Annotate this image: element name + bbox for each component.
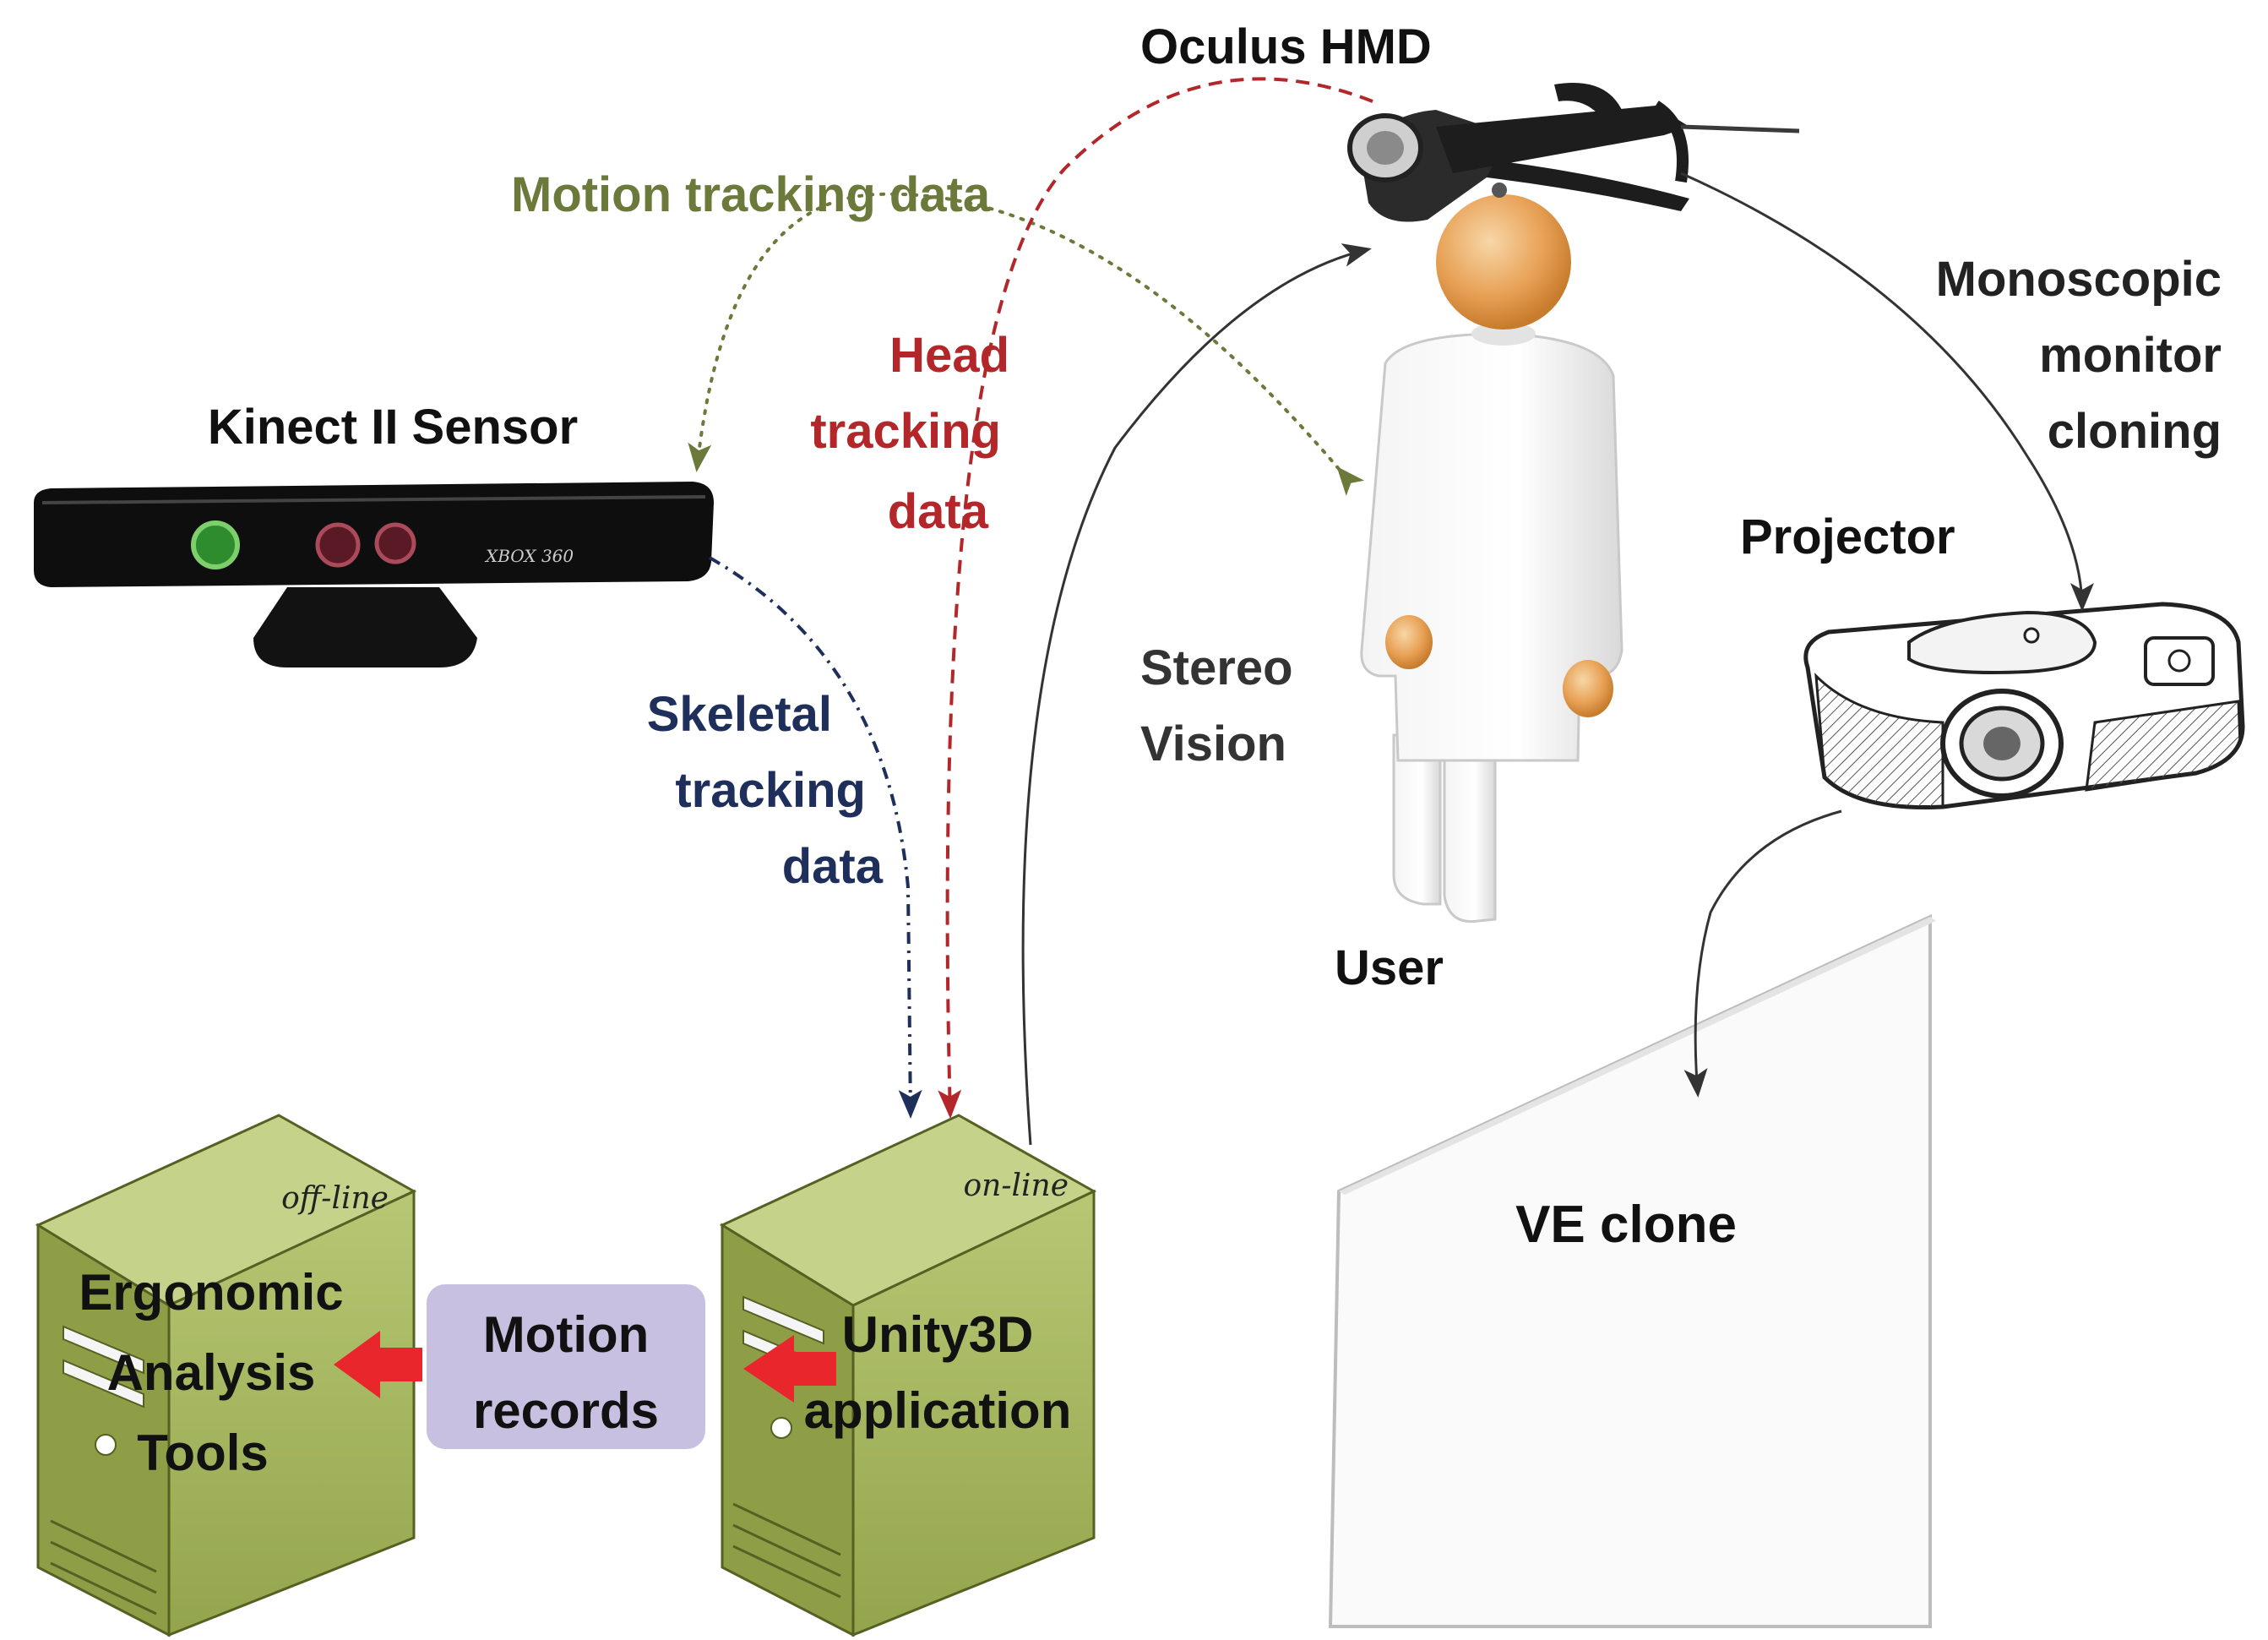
skeletal-tracking-label-2: tracking	[675, 763, 866, 818]
monoscopic-label-1: Monoscopic	[1936, 252, 2222, 307]
unity-label-1: Unity3D	[842, 1306, 1034, 1363]
motion-tracking-label: Motion tracking data	[511, 167, 991, 222]
stereo-vision-arrow	[1021, 243, 1372, 1146]
monoscopic-label-3: cloning	[2048, 404, 2222, 459]
kinect-brand-text: XBOX 360	[484, 546, 574, 566]
projection-screen-icon	[1328, 913, 1936, 1628]
projection-arrow	[1683, 809, 1842, 1098]
unity-label-2: application	[804, 1382, 1072, 1439]
server-tower-icon	[719, 1114, 1097, 1637]
monoscopic-cloning-arrow	[1680, 172, 2094, 612]
monoscopic-label-2: monitor	[2039, 328, 2222, 383]
transfer-arrow-unity-to-records	[743, 1335, 836, 1403]
skeletal-tracking-arrow	[709, 556, 922, 1119]
off-line-label: off-line	[281, 1181, 389, 1216]
person-figure-icon	[1360, 194, 1623, 924]
kinect-sensor-icon: XBOX 360	[34, 482, 714, 667]
projector-label: Projector	[1740, 509, 1955, 564]
motion-records-label-1: Motion	[483, 1306, 650, 1363]
transfer-arrow-records-to-ergonomic	[334, 1331, 422, 1398]
motion-records-box	[427, 1284, 705, 1449]
motion-tracking-arrow	[688, 192, 1365, 496]
user-label: User	[1335, 940, 1444, 995]
ergonomic-label-1: Ergonomic	[79, 1264, 343, 1321]
ergonomic-label-2: Analysis	[107, 1344, 316, 1401]
head-tracking-label-2: tracking	[810, 404, 1001, 459]
oculus-hmd-label: Oculus HMD	[1140, 19, 1432, 74]
ergonomic-label-3: Tools	[137, 1425, 269, 1481]
on-line-label: on-line	[963, 1169, 1069, 1203]
stereo-vision-label-2: Vision	[1140, 716, 1286, 771]
head-tracking-label-3: data	[888, 484, 989, 539]
server-tower-icon	[35, 1114, 417, 1637]
skeletal-tracking-label-3: data	[782, 839, 884, 894]
vr-headset-icon	[1347, 83, 1800, 222]
kinect-sensor-label: Kinect II Sensor	[208, 400, 578, 455]
motion-records-label-2: records	[473, 1382, 659, 1439]
skeletal-tracking-label-1: Skeletal	[647, 687, 832, 742]
projector-icon	[1803, 602, 2245, 810]
head-tracking-arrow	[938, 77, 1373, 1119]
ve-clone-label: VE clone	[1515, 1196, 1737, 1254]
stereo-vision-label-1: Stereo	[1140, 640, 1293, 695]
head-tracking-label-1: Head	[889, 328, 1009, 383]
